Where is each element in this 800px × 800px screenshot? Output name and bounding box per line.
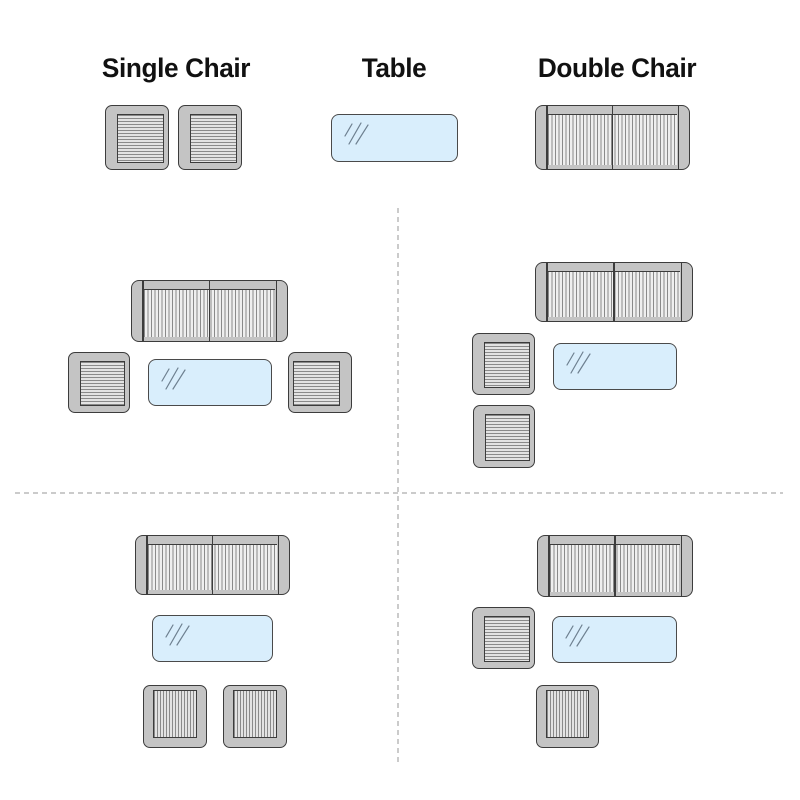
sofa-left-arm-line [546,263,548,321]
sofa-left-arm-line [548,536,550,596]
sofa-right-arm-line [680,536,682,596]
single-chair [288,352,352,413]
horizontal-dashed-divider [15,492,783,494]
sofa-center-divider-line [208,281,211,341]
legend-label-single-chair: Single Chair [101,53,251,83]
legend-icon-table [331,114,458,162]
sofa-left-arm-line [546,106,548,169]
single-chair [472,333,535,395]
legend-icon-double-chair [535,105,690,170]
coffee-table [553,343,677,390]
glass-reflection-icon [161,367,186,390]
sofa-center-divider-line [211,536,214,594]
single-chair [68,352,130,413]
legend-label-table: Table [361,53,427,83]
double-chair [135,535,290,595]
single-chair [472,607,535,669]
glass-reflection-icon [566,351,591,374]
chair-seat-cushion [117,114,164,163]
glass-reflection-icon [165,623,190,646]
legend-label-double-chair: Double Chair [537,53,697,83]
chair-seat-cushion [293,361,340,406]
sofa-right-arm-line [680,263,682,321]
chair-seat-cushion [233,690,277,738]
chair-seat-cushion [485,414,530,461]
legend-icon-single-chair [105,105,169,170]
single-chair [223,685,287,748]
single-chair [473,405,535,468]
double-chair [131,280,288,342]
chair-seat-cushion [546,690,589,738]
sofa-left-arm-line [146,536,148,594]
coffee-table [552,616,677,663]
sofa-right-arm-line [677,106,679,169]
sofa-right-arm-line [275,281,277,341]
sofa-center-divider-line [614,536,616,596]
glass-reflection-icon [565,624,590,647]
legend-icon-single-chair [178,105,242,170]
double-chair [537,535,693,597]
vertical-dashed-divider [397,208,399,763]
chair-seat-cushion [80,361,125,406]
coffee-table [152,615,273,662]
glass-reflection-icon [344,122,369,145]
sofa-center-divider-line [611,106,614,169]
chair-seat-cushion [484,616,530,662]
sofa-center-divider-line [613,263,615,321]
chair-seat-cushion [153,690,197,738]
double-chair [535,262,693,322]
coffee-table [148,359,272,406]
single-chair [143,685,207,748]
sofa-right-arm-line [277,536,279,594]
sofa-left-arm-line [142,281,144,341]
chair-seat-cushion [190,114,237,163]
chair-seat-cushion [484,342,530,388]
single-chair [536,685,599,748]
